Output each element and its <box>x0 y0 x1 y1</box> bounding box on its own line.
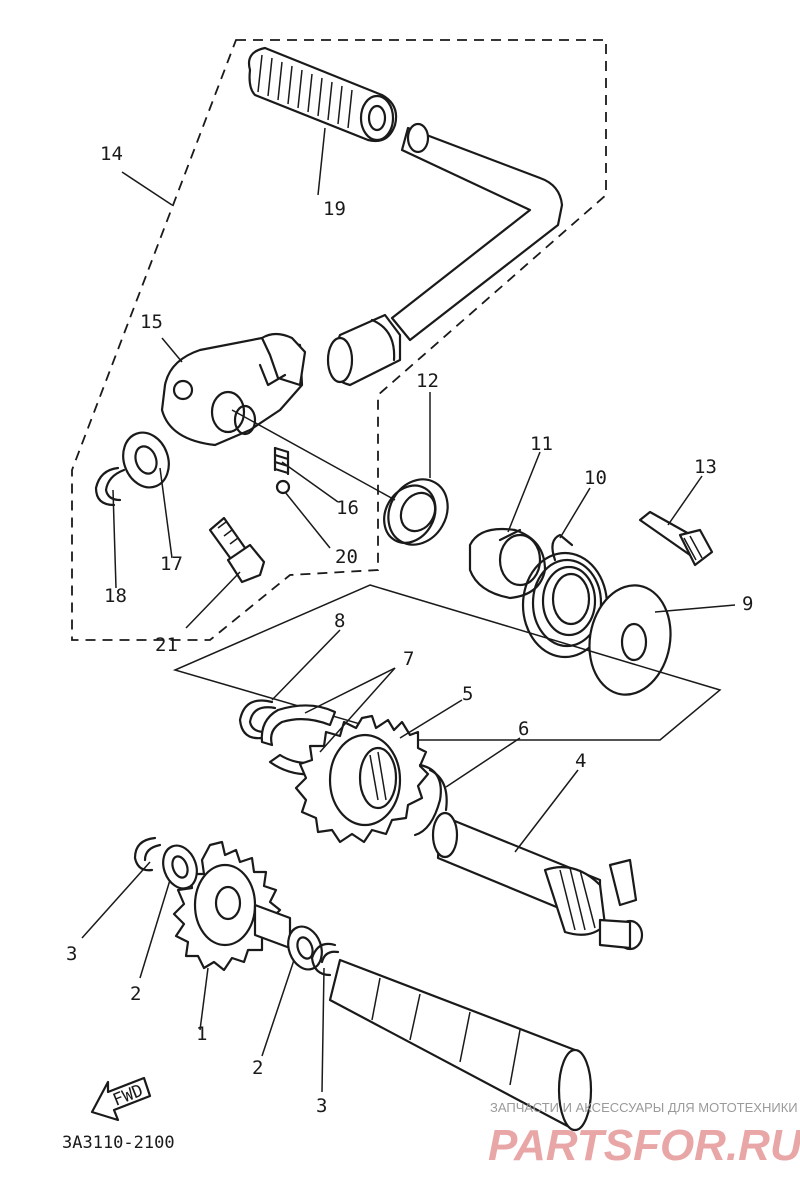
callout-2b: 2 <box>252 1057 263 1079</box>
watermark-tagline: ЗАПЧАСТИ И АКСЕССУАРЫ ДЛЯ МОТОТЕХНИКИ <box>490 1100 798 1115</box>
washer-part-2b <box>287 925 323 971</box>
callout-7: 7 <box>403 648 414 670</box>
callout-16: 16 <box>336 497 359 519</box>
washer-part-17 <box>122 431 170 489</box>
callout-1: 1 <box>196 1023 207 1045</box>
circlip-part-18 <box>94 466 126 507</box>
circlip-part-8 <box>238 699 277 740</box>
callout-2a: 2 <box>130 983 141 1005</box>
spring-part-16 <box>273 446 290 476</box>
callout-9: 9 <box>742 593 753 615</box>
callout-8: 8 <box>334 610 345 632</box>
countershaft <box>253 903 593 1132</box>
spring-part-6 <box>413 763 448 837</box>
callout-6: 6 <box>518 718 529 740</box>
kick-lever-arm <box>326 122 564 387</box>
circlip-part-3b <box>310 942 340 977</box>
watermark-brand: PARTSFOR.RU <box>488 1121 800 1170</box>
oil-seal-part-12 <box>383 478 449 546</box>
kick-lever-assembly-outline <box>71 39 607 641</box>
callout-10: 10 <box>584 467 607 489</box>
callout-11: 11 <box>530 433 553 455</box>
idle-gear-part-1 <box>172 840 282 972</box>
callout-labels: 14 19 15 12 16 20 17 18 21 11 10 13 9 8 … <box>66 143 753 1117</box>
leader-lines <box>81 127 736 1093</box>
subassembly-outline <box>172 584 722 741</box>
callout-3a: 3 <box>66 943 77 965</box>
callout-18: 18 <box>104 585 127 607</box>
callout-15: 15 <box>140 311 163 333</box>
watermark: ЗАПЧАСТИ И АКСЕССУАРЫ ДЛЯ МОТОТЕХНИКИ PA… <box>488 1100 800 1170</box>
fwd-arrow-icon: FWD <box>90 1076 152 1122</box>
kick-grip-part <box>247 46 398 143</box>
callout-17: 17 <box>160 553 183 575</box>
circlip-part-3a <box>133 836 162 872</box>
washer-part-2a <box>162 844 198 890</box>
bolt-part-21 <box>208 516 266 584</box>
kick-gear-part-5 <box>294 714 430 844</box>
callout-21: 21 <box>155 634 178 656</box>
kick-axle-part-4 <box>431 811 644 951</box>
part-code: 3A3110-2100 <box>62 1133 175 1153</box>
callout-13: 13 <box>694 456 717 478</box>
callout-5: 5 <box>462 683 473 705</box>
callout-12: 12 <box>416 370 439 392</box>
pin-part-13 <box>638 510 714 567</box>
clip-part-11 <box>468 527 547 600</box>
callout-14: 14 <box>100 143 123 165</box>
callout-4: 4 <box>575 750 586 772</box>
callout-19: 19 <box>323 198 346 220</box>
washer-part-9 <box>588 584 672 696</box>
kick-boss-part <box>160 332 307 447</box>
callout-3b: 3 <box>316 1095 327 1117</box>
ball-part-20 <box>275 479 291 495</box>
callout-20: 20 <box>335 546 358 568</box>
